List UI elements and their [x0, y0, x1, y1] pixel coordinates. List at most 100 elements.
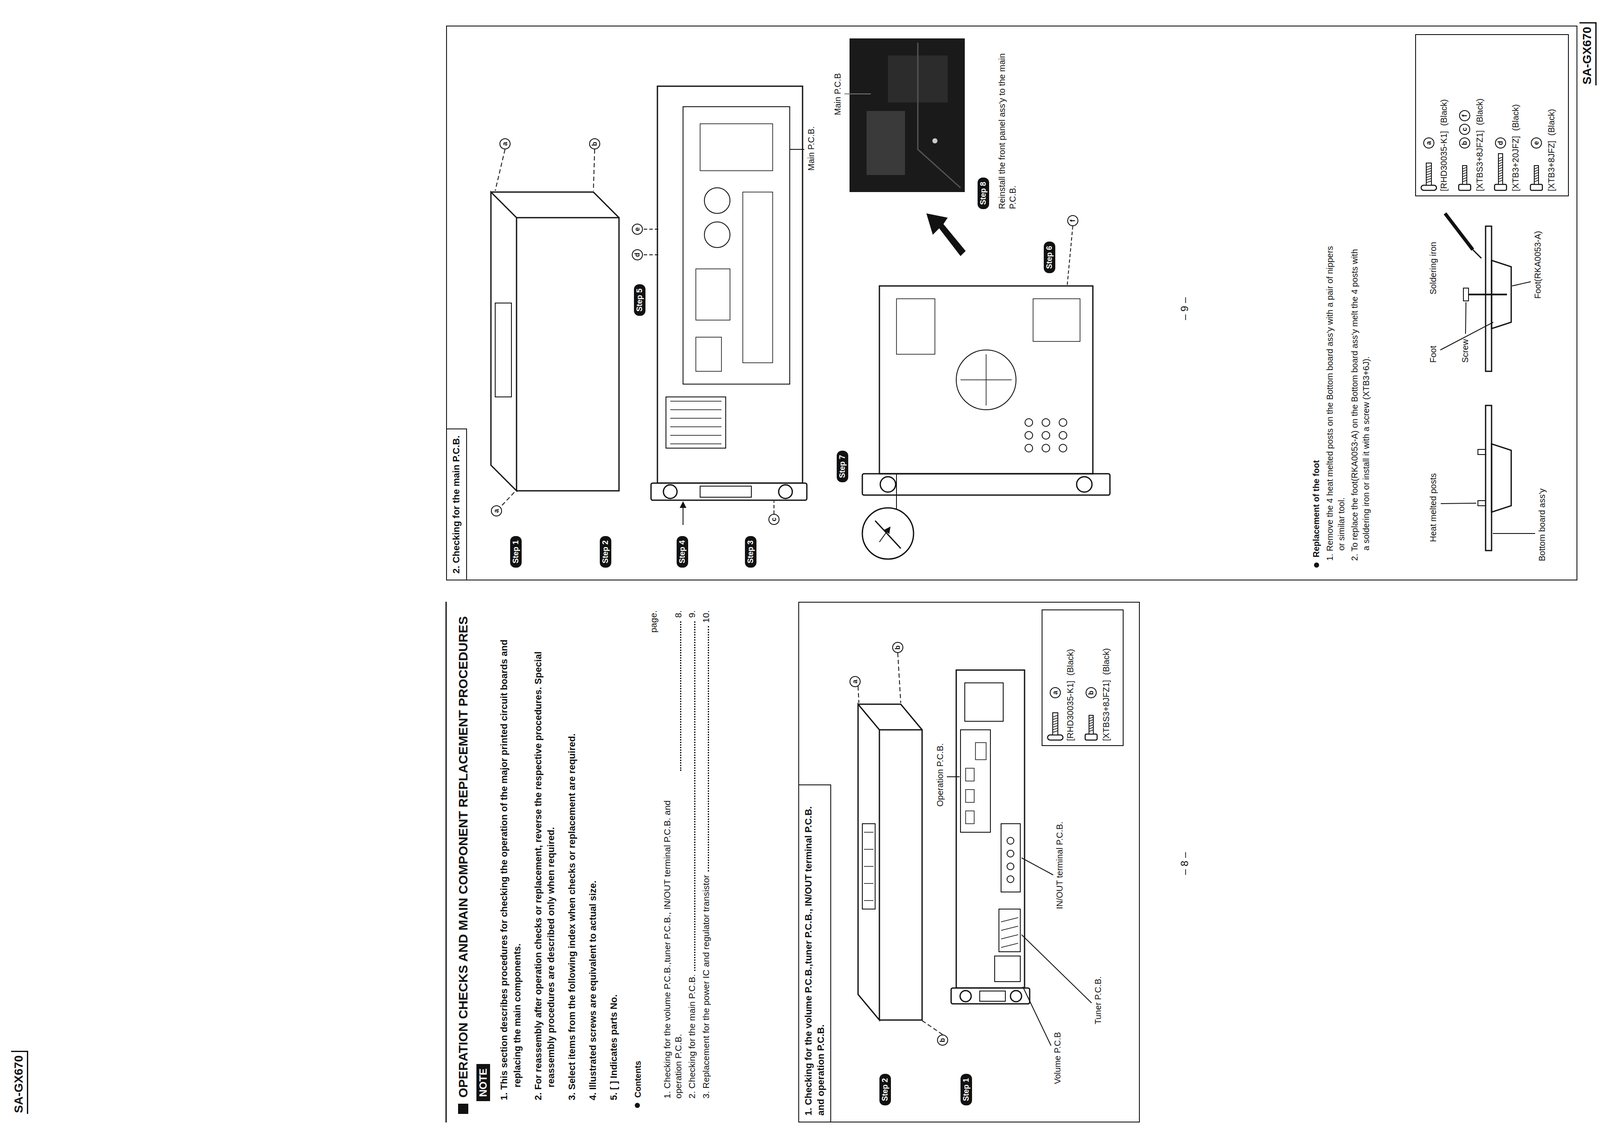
legend-row: [XTB3+8JFZ] (Black) — [1544, 39, 1558, 192]
part-number: (Black) — [1065, 649, 1076, 676]
page-folio: – 9 – — [1178, 297, 1192, 321]
callout-letter: d — [631, 249, 643, 261]
note-label: NOTE — [477, 1068, 489, 1098]
step-label: Step 3 — [746, 540, 755, 564]
section-frame: 2. Checking for the main P.C.B. Step 1 Ste… — [446, 25, 1578, 581]
callout-letter: c — [768, 513, 780, 526]
part-number: [XTBS3+8JFZ1] — [1101, 680, 1112, 742]
bullet-dot — [1313, 562, 1320, 568]
bulleted-heading: Contents — [630, 610, 644, 1109]
model-number: SA-GX670 — [11, 1051, 29, 1115]
step-label: Step 1 — [961, 1078, 971, 1102]
contents-row: page. — [648, 610, 660, 1115]
bulleted-heading: Replacement of the foot — [1310, 243, 1322, 568]
part-label: Soldering iron — [1427, 242, 1439, 295]
note-item: 2. For reassembly after operation checks… — [531, 610, 559, 1115]
square-bullet — [458, 1103, 469, 1115]
callout-letter: b — [1085, 687, 1097, 699]
contents-heading: Contents — [633, 1060, 643, 1098]
legend-row: a — [1046, 614, 1064, 742]
callout-letter: e — [1530, 137, 1542, 149]
text-column: OPERATION CHECKS AND MAIN COMPONENT REPL… — [452, 610, 715, 1115]
callout-letter: a — [499, 138, 511, 150]
step-badge: Step 1 — [960, 1074, 973, 1106]
contents-row: 1. Checking for the volume P.C.B.,tuner … — [661, 610, 685, 1115]
section-title: 1. Checking for the volume P.C.B.,tuner … — [799, 784, 832, 1122]
page-heading: OPERATION CHECKS AND MAIN COMPONENT REPL… — [455, 616, 471, 1098]
legend-row: [XTBS3+8JFZ1] (Black) — [1473, 39, 1487, 192]
dot-leader — [707, 626, 710, 872]
step-label: Step 5 — [635, 288, 644, 312]
part-label: Bottom board ass'y — [1536, 488, 1548, 562]
legend-row: d — [1491, 39, 1510, 192]
page-number: 8. — [672, 610, 684, 619]
bullet-dot — [634, 1103, 640, 1109]
callout-letter: a — [1049, 687, 1061, 699]
part-label: Tuner P.C.B. — [1092, 976, 1104, 1025]
part-label: Main P.C.B — [832, 72, 844, 116]
callout-letter: f — [1459, 110, 1471, 122]
part-number: (Black) — [1101, 648, 1112, 675]
legend-row: e — [1527, 39, 1545, 192]
legend-row: [RHD30035-K1] (Black) — [1437, 39, 1451, 192]
note-item: 5. [ ] Indicates parts No. — [607, 610, 621, 1115]
legend-row: b — [1082, 614, 1100, 742]
step-label: Step 6 — [1045, 245, 1054, 269]
legend-row: bcf — [1456, 39, 1474, 192]
part-label: Operation P.C.B. — [934, 743, 946, 807]
step-label: Step 4 — [677, 540, 687, 564]
part-number: [RHD30035-K1] — [1439, 131, 1449, 192]
procedure-step: 1. Remove the 4 heat melted posts on the… — [1324, 243, 1348, 568]
part-label: Main P.C.B. — [805, 126, 817, 171]
part-number: (Black) — [1546, 108, 1557, 136]
step-badge: Step 4 — [676, 536, 689, 568]
part-number: [XTB3+8JFZ] — [1546, 140, 1557, 192]
model-number: SA-GX670 — [1579, 22, 1597, 86]
step-label: Step 2 — [880, 1078, 890, 1102]
subsection-heading: Replacement of the foot — [1311, 460, 1321, 558]
contents-entry: 2. Checking for the main P.C.B. — [686, 974, 698, 1099]
step-badge: Step 1 — [510, 536, 522, 568]
callout-letter: b — [937, 1034, 949, 1046]
dot-leader — [680, 621, 682, 771]
part-label: Foot — [1427, 345, 1439, 363]
step-label: Step 2 — [601, 540, 610, 564]
contents-entry: 1. Checking for the volume P.C.B.,tuner … — [661, 774, 685, 1099]
part-number: [XTBS3+8JFZ1] — [1474, 130, 1485, 192]
screw-legend: a[RHD30035-K1](Black) b [XTBS3+8JFZ1] (Blac… — [1041, 609, 1124, 747]
callout-letter: d — [1494, 137, 1507, 149]
part-label: Volume P.C.B — [1052, 1032, 1063, 1085]
callout-letter: b — [589, 138, 601, 150]
heading-row: OPERATION CHECKS AND MAIN COMPONENT REPL… — [455, 610, 471, 1115]
contents-row: 3. Replacement for the power IC and regu… — [700, 610, 712, 1115]
part-label: IN/OUT terminal P.C.B. — [1054, 821, 1066, 910]
note-item: 4. Illustrated screws are equivalent to … — [586, 610, 600, 1115]
callout-letter: b — [1459, 137, 1471, 149]
callout-letter: a — [490, 505, 503, 517]
step-badge: Step 3 — [744, 536, 757, 568]
page-column-label: page. — [648, 610, 660, 634]
part-number: (Black) — [1510, 104, 1521, 131]
step-badge: Step 6 — [1043, 241, 1056, 274]
callout-letter: a — [1423, 137, 1435, 149]
legend-row: [XTB3+20JFZ](Black) — [1509, 39, 1522, 192]
step-label: Step 8 — [978, 181, 988, 205]
step-badge: Step 2 — [879, 1074, 891, 1106]
step-badge: Step 7 — [836, 450, 849, 483]
callout-letter: b — [892, 642, 904, 654]
contents-entry: 3. Replacement for the power IC and regu… — [700, 875, 712, 1099]
step-badge: Step 8 — [977, 177, 990, 210]
part-label: Foot(RKA0053-A) — [1532, 230, 1544, 299]
contents-row: 2. Checking for the main P.C.B.9. — [686, 610, 698, 1115]
legend-row: a — [1420, 39, 1438, 192]
legend-row: [RHD30035-K1](Black) — [1063, 614, 1077, 742]
note-item: 1. This section describes procedures for… — [497, 610, 525, 1115]
page-folio: – 8 – — [1178, 852, 1192, 876]
section-title: 2. Checking for the main P.C.B. — [446, 428, 468, 580]
legend-row: [XTBS3+8JFZ1] (Black) — [1099, 614, 1113, 742]
part-number: (Black) — [1474, 98, 1485, 126]
part-number: (Black) — [1439, 99, 1449, 126]
callout-letter: c — [1459, 123, 1471, 135]
callout-letter: f — [1067, 215, 1079, 227]
